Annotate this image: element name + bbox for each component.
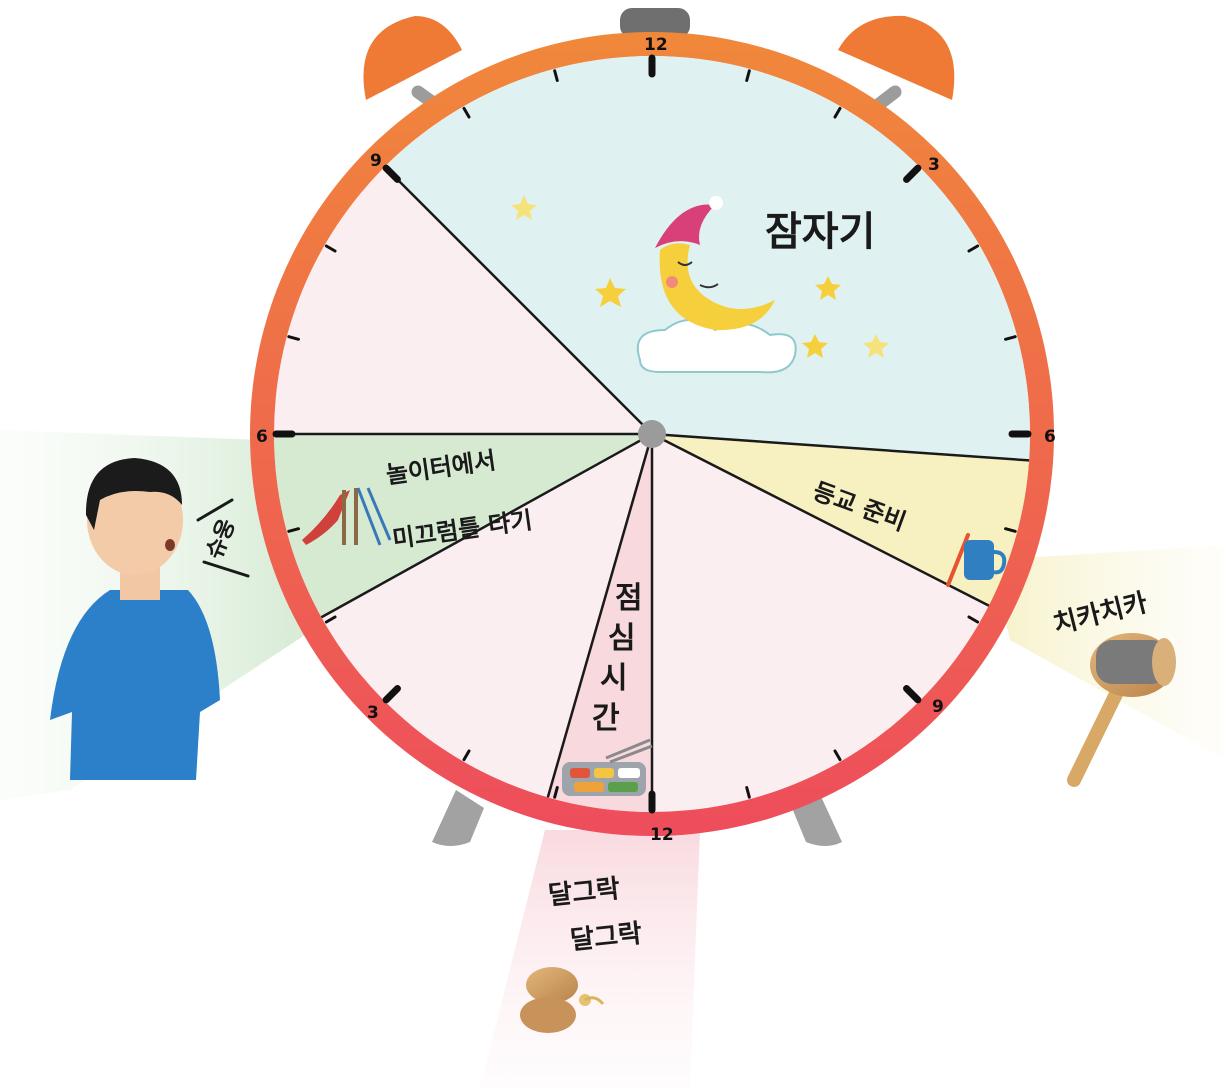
clock-number-upper-right-3: 3 [928,155,940,175]
clock-tick [324,615,337,624]
clock-number-right-6: 6 [1044,427,1056,447]
clock-tick [553,69,559,82]
clock-tick [287,335,300,341]
lunch-label-char-3: 시 [600,661,628,696]
school-prep-segment [652,434,1030,606]
castanet-sound-text-line2: 달그락 [569,919,644,956]
lunch-label-char-1: 점 [615,581,643,616]
clock-number-top-12: 12 [644,35,668,55]
clock-tick [1004,527,1017,533]
clock-number-left-6: 6 [256,427,268,447]
segment-divider-2 [651,432,1030,462]
clock-tick [382,685,401,704]
lunch-tray-icon [562,738,653,796]
lunch-label-char-2: 심 [608,621,636,656]
clock-number-lower-left-3: 3 [367,703,379,723]
clock-tick [745,786,751,799]
sleeping-moon-icon [511,195,889,374]
clock-tick [903,685,922,704]
clock-number-bottom-12: 12 [650,825,674,845]
boy-photo [50,458,220,780]
clock-center-pin [638,420,666,448]
clock-tick [967,615,980,624]
clock-tick [833,106,842,119]
clock-number-lower-right-9: 9 [932,697,944,717]
clock-tick [382,164,401,183]
clock-tick [324,244,337,253]
clock-tick [967,244,980,253]
lunch-label: 점 심 시 간 [592,581,643,736]
clock-tick [462,749,471,762]
bottom-light-beam [480,830,700,1088]
castanet-sound-text-line1: 달그락 [547,874,622,911]
segment-divider-5 [546,433,654,798]
clock-tick [553,786,559,799]
swoosh-marks [196,498,250,578]
playground-segment [274,434,652,618]
sleep-label: 잠자기 [765,209,875,255]
segment-divider-1 [383,165,653,435]
clock-tick [1004,335,1017,341]
segment-divider-6 [320,432,653,619]
clock-tick [462,106,471,119]
toothbrush-cup-icon [946,533,1007,587]
cabasa-icon [1067,633,1176,787]
clock-tick [287,527,300,533]
clock-tick [745,69,751,82]
lunch-label-char-4: 간 [592,701,620,736]
castanet-icon [520,967,605,1033]
clock-number-upper-left-9: 9 [370,151,382,171]
sleep-segment [384,56,1030,461]
slide-icon [302,487,392,546]
clock-tick [903,164,922,183]
segment-divider-3 [651,432,990,607]
clock-tick [833,749,842,762]
